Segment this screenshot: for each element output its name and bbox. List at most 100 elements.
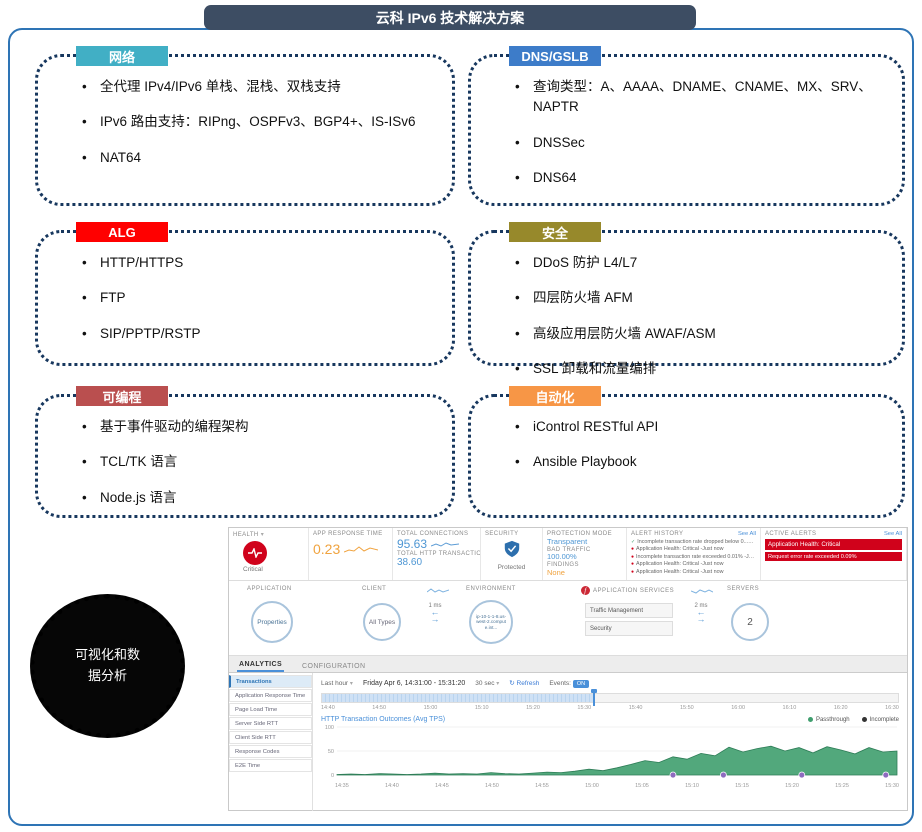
timeline-tick: 16:10 xyxy=(782,705,797,711)
alert-history-list: ✓ Incomplete transaction rate dropped be… xyxy=(631,539,756,575)
analytics-main: Last hour ▾ Friday Apr 6, 14:31:00 - 15:… xyxy=(313,673,907,811)
active-alerts-see-all-link[interactable]: See All xyxy=(883,531,902,537)
traffic-wave-icon xyxy=(691,589,713,594)
bullet-item: SSL 卸载和流量编排 xyxy=(513,359,884,380)
alert-history-label: ALERT HISTORY xyxy=(631,531,684,537)
alert-history-item: ● Application Health: Critical -Just now xyxy=(631,561,756,567)
alert-status-icon: ✓ xyxy=(631,538,636,545)
refresh-icon: ↻ xyxy=(509,680,515,687)
active-alert-banner: Request error rate exceeded 0.09% xyxy=(765,552,902,561)
legend-dot-icon xyxy=(807,717,813,722)
bullet-item: 基于事件驱动的编程架构 xyxy=(80,417,434,438)
timeline-scrubber[interactable] xyxy=(321,689,899,706)
feature-box-security-list: DDoS 防护 L4/L7四层防火墙 AFM高级应用层防火墙 AWAF/ASMS… xyxy=(513,253,884,379)
sidebar-metric-item[interactable]: Page Load Time xyxy=(229,703,312,716)
health-label: HEALTH xyxy=(233,532,259,538)
connections-sparkline xyxy=(431,542,460,547)
timeline-tick: 15:00 xyxy=(423,705,438,711)
feature-box-automation-list: iControl RESTful APIAnsible Playbook xyxy=(513,417,884,473)
x-axis-tick: 14:50 xyxy=(485,783,499,789)
sidebar-metric-item[interactable]: Transactions xyxy=(229,675,312,688)
analytics-dashboard: HEALTH ▾ Critical APP RESPONSE TIME 0.23… xyxy=(228,527,908,811)
sidebar-metric-item[interactable]: E2E Time xyxy=(229,759,312,772)
bullet-item: FTP xyxy=(80,288,434,309)
visualization-ellipse-label: 可视化和数据分析 xyxy=(74,647,140,683)
interval-dropdown[interactable]: 30 sec ▾ xyxy=(475,680,499,687)
bullet-item: TCL/TK 语言 xyxy=(80,452,434,473)
server-latency: 2 ms xyxy=(694,603,708,609)
servers-node[interactable]: 2 xyxy=(731,603,769,641)
chevron-down-icon: ▾ xyxy=(496,680,500,687)
arrow-right-icon: → xyxy=(430,614,440,624)
app-response-time-value: 0.23 xyxy=(313,541,341,557)
timeline-handle[interactable] xyxy=(592,692,595,706)
alert-history-item: ● Application Health: Critical -Just now xyxy=(631,569,756,575)
bullet-item: DNSSec xyxy=(513,133,884,154)
health-critical-icon xyxy=(243,541,267,565)
protection-mode-value: Transparent xyxy=(547,536,588,546)
client-latency: 1 ms xyxy=(428,603,442,609)
dashboard-tab[interactable]: CONFIGURATION xyxy=(302,663,366,670)
client-node[interactable]: All Types xyxy=(363,603,401,641)
topology-header-application: APPLICATION xyxy=(247,586,292,592)
bullet-item: Node.js 语言 xyxy=(80,488,434,509)
refresh-button[interactable]: ↻ Refresh xyxy=(509,679,539,687)
legend-label: Incomplete xyxy=(869,716,899,723)
service-item[interactable]: Traffic Management xyxy=(585,603,673,618)
dashboard-tab[interactable]: ANALYTICS xyxy=(237,658,285,672)
alert-history-see-all-link[interactable]: See All xyxy=(737,531,756,537)
interval-value: 30 sec xyxy=(475,679,495,687)
bullet-item: DNS64 xyxy=(513,168,884,189)
chevron-down-icon: ▾ xyxy=(349,680,353,687)
topology-header-services: f APPLICATION SERVICES xyxy=(581,586,674,595)
timeline-tick: 16:00 xyxy=(731,705,746,711)
svg-text:0: 0 xyxy=(331,773,334,779)
environment-node[interactable]: ip-10-1-1-8.us-west-2.compute.int... xyxy=(469,600,513,644)
x-axis-tick: 15:30 xyxy=(885,783,899,789)
x-axis-tick: 15:20 xyxy=(785,783,799,789)
timeline-tick: 15:50 xyxy=(679,705,694,711)
feature-box-dns-gslb: DNS/GSLB 查询类型：A、AAAA、DNAME、CNAME、MX、SRV、… xyxy=(468,46,905,206)
feature-box-programmable: 可编程 基于事件驱动的编程架构TCL/TK 语言Node.js 语言 xyxy=(35,386,455,518)
x-axis-tick: 14:45 xyxy=(435,783,449,789)
service-item[interactable]: Security xyxy=(585,621,673,636)
alert-status-icon: ● xyxy=(631,546,635,552)
bullet-item: 四层防火墙 AFM xyxy=(513,288,884,309)
timeline-tick: 14:40 xyxy=(321,705,335,711)
timeline-handle-knob[interactable] xyxy=(590,689,597,693)
application-node[interactable]: Properties xyxy=(251,601,293,643)
active-alerts-panel: ACTIVE ALERTS See All Application Health… xyxy=(761,528,907,580)
alert-history-text: Application Health: Critical -Just now xyxy=(636,546,724,552)
active-alert-banner: Application Health: Critical xyxy=(765,539,902,550)
total-connections-value: 95.63 xyxy=(397,537,428,551)
legend-item: Incomplete xyxy=(861,716,899,723)
arrow-left-icon: ← xyxy=(696,607,706,617)
app-response-time-label: APP RESPONSE TIME xyxy=(313,531,383,537)
sidebar-metric-item[interactable]: Application Response Time xyxy=(229,689,312,702)
bullet-item: 高级应用层防火墙 AWAF/ASM xyxy=(513,324,884,345)
bullet-item: SIP/PPTP/RSTP xyxy=(80,324,434,345)
health-dropdown[interactable]: HEALTH ▾ xyxy=(233,531,304,538)
events-label: Events: xyxy=(549,679,571,687)
timeline-tick: 15:10 xyxy=(474,705,489,711)
feature-box-dns-gslb-list: 查询类型：A、AAAA、DNAME、CNAME、MX、SRV、NAPTRDNSS… xyxy=(513,77,884,188)
sidebar-metric-item[interactable]: Response Codes xyxy=(229,745,312,758)
sidebar-metric-item[interactable]: Server Side RTT xyxy=(229,717,312,730)
active-alerts-label: ACTIVE ALERTS xyxy=(765,531,817,537)
alert-status-icon: ● xyxy=(631,561,635,567)
range-dropdown[interactable]: Last hour ▾ xyxy=(321,680,353,687)
events-toggle[interactable]: Events: ON xyxy=(549,679,590,688)
alert-history-text: Application Health: Critical -Just now xyxy=(636,561,724,567)
server-latency-arrows: 2 ms ← → xyxy=(677,603,725,624)
bullet-item: iControl RESTful API xyxy=(513,417,884,438)
chart-title: HTTP Transaction Outcomes (Avg TPS) xyxy=(321,716,446,723)
legend-dot-icon xyxy=(861,717,867,722)
sidebar-metric-item[interactable]: Client Side RTT xyxy=(229,731,312,744)
slide-title: 云科 IPv6 技术解决方案 xyxy=(204,5,696,30)
health-panel: HEALTH ▾ Critical xyxy=(229,528,309,580)
feature-box-programmable-list: 基于事件驱动的编程架构 TCL/TK 语言 Node.js 语言 xyxy=(80,417,434,508)
